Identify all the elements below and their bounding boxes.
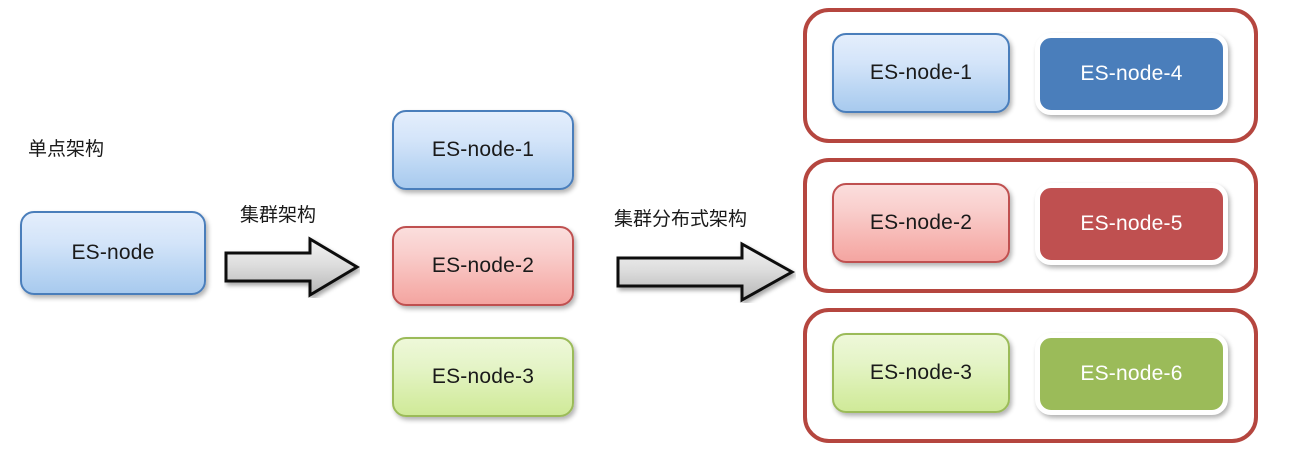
node-es-node-1-primary[interactable]: ES-node-1 bbox=[832, 33, 1010, 113]
right-block-arrow-icon-2 bbox=[616, 241, 796, 303]
shard-group-1: ES-node-1 ES-node-4 bbox=[803, 8, 1258, 143]
right-block-arrow-icon bbox=[224, 236, 360, 298]
single-architecture-caption: 单点架构 bbox=[28, 139, 105, 160]
node-label: ES-node-2 bbox=[431, 254, 535, 277]
shard-group-2: ES-node-2 ES-node-5 bbox=[803, 158, 1258, 293]
node-es-node-3-primary[interactable]: ES-node-3 bbox=[832, 333, 1010, 413]
node-label: ES-node-2 bbox=[869, 211, 973, 234]
node-es-node-3-cluster[interactable]: ES-node-3 bbox=[392, 337, 574, 417]
node-label: ES-node bbox=[71, 241, 155, 264]
shard-group-3: ES-node-3 ES-node-6 bbox=[803, 308, 1258, 443]
node-label: ES-node-6 bbox=[1080, 362, 1183, 385]
node-label: ES-node-3 bbox=[431, 365, 535, 388]
node-label: ES-node-1 bbox=[869, 61, 973, 84]
node-label: ES-node-4 bbox=[1080, 62, 1183, 85]
node-label: ES-node-5 bbox=[1080, 212, 1183, 235]
node-label: ES-node-3 bbox=[869, 361, 973, 384]
node-es-node-6-replica[interactable]: ES-node-6 bbox=[1035, 333, 1228, 415]
node-es-node-5-replica[interactable]: ES-node-5 bbox=[1035, 183, 1228, 265]
cluster-architecture-arrow-label: 集群架构 bbox=[240, 205, 317, 226]
node-label: ES-node-1 bbox=[431, 138, 535, 161]
node-es-node[interactable]: ES-node bbox=[20, 211, 206, 295]
node-es-node-2-cluster[interactable]: ES-node-2 bbox=[392, 226, 574, 306]
distributed-architecture-arrow-label: 集群分布式架构 bbox=[614, 209, 748, 230]
node-es-node-2-primary[interactable]: ES-node-2 bbox=[832, 183, 1010, 263]
node-es-node-4-replica[interactable]: ES-node-4 bbox=[1035, 33, 1228, 115]
node-es-node-1-cluster[interactable]: ES-node-1 bbox=[392, 110, 574, 190]
